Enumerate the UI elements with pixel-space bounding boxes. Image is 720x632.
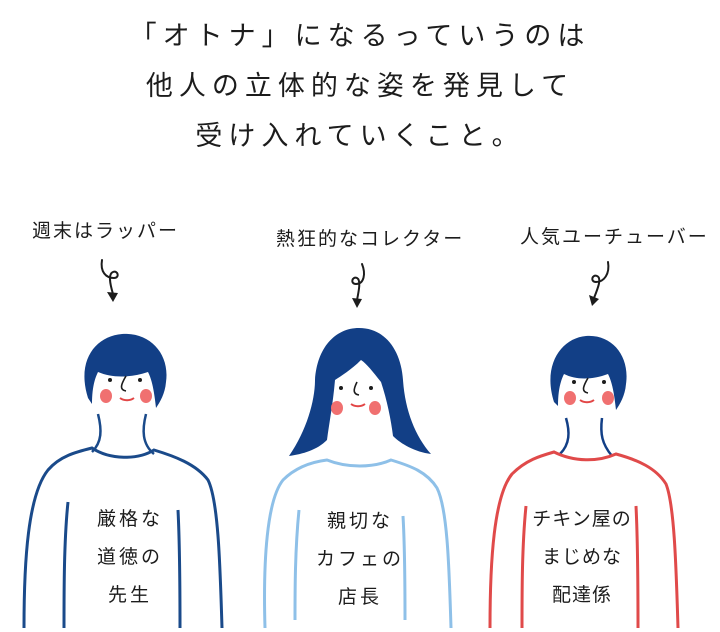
shirt-line: カフェの xyxy=(315,548,404,570)
shirt-line: 親切な xyxy=(326,510,393,532)
person-short-hair-illustration xyxy=(22,333,224,629)
shirt-line: 厳格な xyxy=(96,508,163,530)
person-3-label: 人気ユーチューバー xyxy=(520,226,709,248)
person-1-shirt-text: 厳格な 道徳の 先生 xyxy=(80,500,180,614)
curly-arrow-down-icon xyxy=(589,261,610,306)
curly-arrow-down-icon xyxy=(100,259,119,302)
person-3-figure: チキン屋の まじめな 配達係 xyxy=(480,320,720,632)
person-2-figure: 親切な カフェの 店長 xyxy=(255,320,465,632)
person-2-shirt-text: 親切な カフェの 店長 xyxy=(305,502,415,616)
shirt-line: 配達係 xyxy=(551,584,612,606)
person-short-hair-illustration xyxy=(488,335,680,629)
shirt-line: まじめな xyxy=(541,546,622,568)
headline-line-2: 他人の立体的な姿を発見して xyxy=(145,71,575,102)
shirt-line: チキン屋の xyxy=(532,508,632,530)
person-2-label: 熱狂的なコレクター xyxy=(276,228,465,250)
headline: 「オトナ」になるっていうのは 他人の立体的な姿を発見して 受け入れていくこと。 xyxy=(0,12,720,162)
person-1-figure: 厳格な 道徳の 先生 xyxy=(20,320,240,632)
curly-arrow-down-icon xyxy=(351,263,365,308)
shirt-line: 先生 xyxy=(107,584,152,606)
shirt-line: 店長 xyxy=(337,586,382,608)
person-long-hair-illustration xyxy=(263,328,453,629)
shirt-line: 道徳の xyxy=(96,546,163,568)
headline-line-1: 「オトナ」になるっていうのは xyxy=(129,21,591,52)
person-1-label: 週末はラッパー xyxy=(32,220,180,242)
person-3-shirt-text: チキン屋の まじめな 配達係 xyxy=(524,500,640,614)
headline-line-3: 受け入れていくこと。 xyxy=(195,121,525,152)
